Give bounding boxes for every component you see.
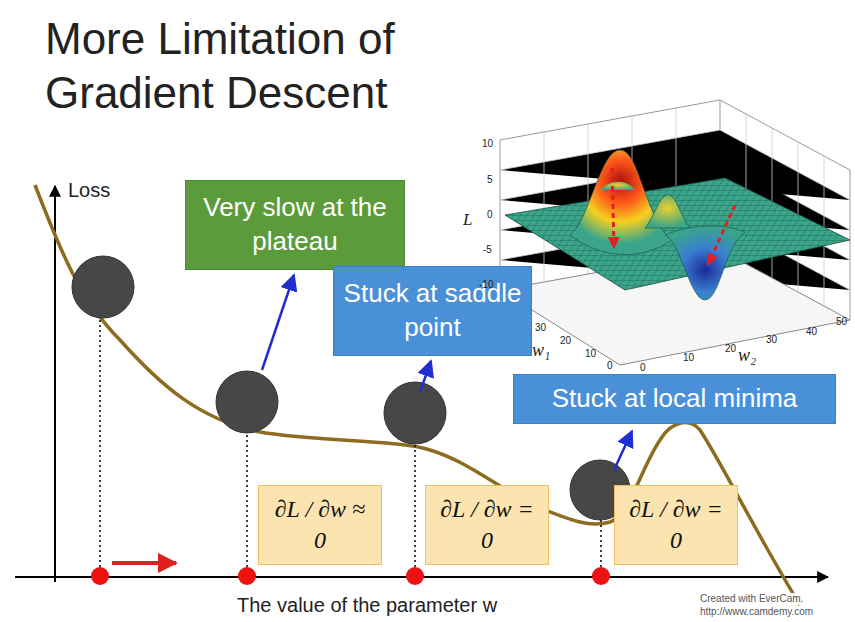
axis-label: The value of the parameter w [237,593,497,617]
slide-title: More Limitation of Gradient Descent [45,12,465,120]
watermark: Created with EverCam. [700,593,803,605]
tick-label: 30 [766,334,777,346]
tick-label: 20 [725,343,736,355]
tick-label: 10 [585,348,596,360]
box-text: Stuck at saddle point [342,277,523,345]
watermark: http://www.camdemy.com [700,606,813,618]
tick-label: 0 [487,209,493,221]
tick-label: 10 [482,138,493,150]
tick-label: 40 [806,326,817,338]
tick-label: 10 [683,352,694,364]
tick-label: 0 [607,360,613,372]
tick-label: -5 [483,244,492,256]
callout-box: Stuck at saddle point [333,266,532,356]
box-text: Very slow at the plateau [194,191,396,259]
axis-dots [91,567,610,585]
gradient-box: ∂L / ∂w = 0 [614,485,738,565]
box-text: ∂L / ∂w ≈ 0 [267,494,373,556]
tick-label: 30 [535,322,546,334]
y-axis [54,186,56,582]
tick-label: 0 [640,362,646,374]
gradient-box: ∂L / ∂w ≈ 0 [258,485,382,565]
axis-label: w₁ [532,340,550,362]
loss-curve [35,185,800,605]
tick-label: 5 [487,174,493,186]
axis-label: w₂ [738,345,756,367]
callout-leaders [262,275,632,470]
box-text: Stuck at local minima [552,382,798,416]
gradient-box: ∂L / ∂w = 0 [425,485,549,565]
surface-plot [500,100,850,365]
tick-label: -10 [479,279,493,291]
move-arrow [112,561,176,565]
axis-label: L [463,210,472,230]
box-text: ∂L / ∂w = 0 [434,494,540,556]
axis-label: Loss [68,178,110,202]
callout-box: Very slow at the plateau [185,180,405,270]
callout-box: Stuck at local minima [513,374,836,424]
tick-label: 50 [836,316,847,328]
box-text: ∂L / ∂w = 0 [623,494,729,556]
tick-label: 20 [560,335,571,347]
